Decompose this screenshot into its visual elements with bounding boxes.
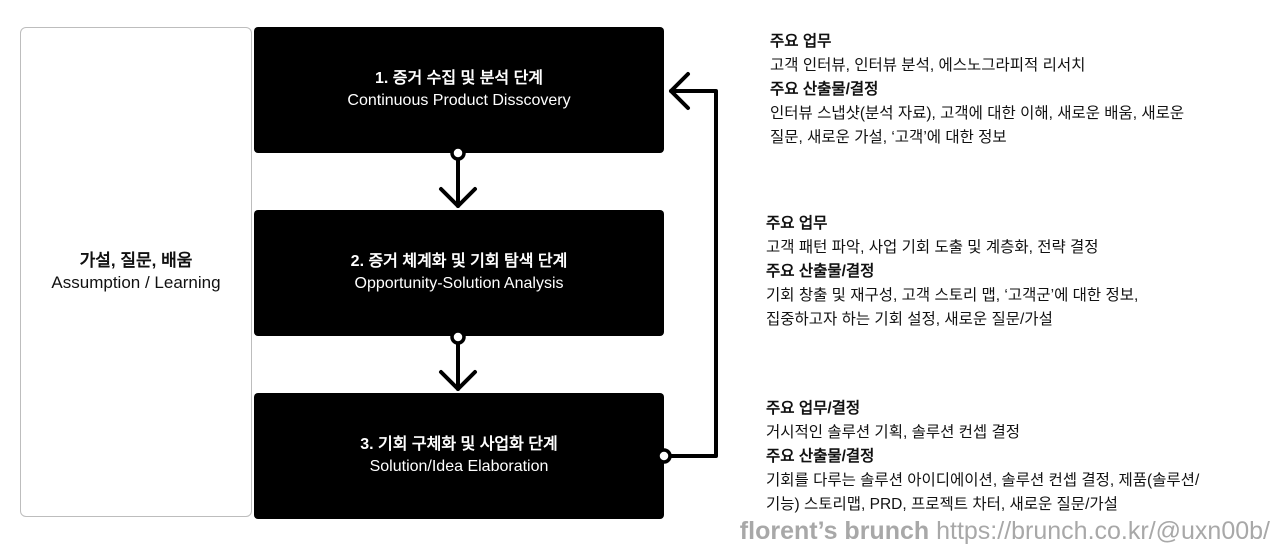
stage-2-output-line-2: 집중하고자 하는 기회 설정, 새로운 질문/가설 — [766, 311, 1053, 328]
stage-2-title: 2. 증거 체계화 및 기회 탐색 단계 — [350, 253, 568, 270]
arrow-stage2-to-stage3 — [439, 341, 477, 391]
watermark-url: https://brunch.co.kr/@uxn00b/ — [936, 517, 1270, 545]
connector-dot-3 — [656, 448, 672, 464]
stage-1-task-heading: 주요 업무 — [770, 33, 832, 50]
stage-1-description: 주요 업무 고객 인터뷰, 인터뷰 분석, 에스노그라피적 리서치 주요 산출물… — [770, 30, 1184, 150]
side-box-title: 가설, 질문, 배움 — [79, 251, 193, 270]
connector-dot-2 — [450, 329, 466, 345]
stage-3-output-line-1: 기회를 다루는 솔루션 아이디에이션, 솔루션 컨셉 결정, 제품(솔루션/ — [766, 472, 1200, 489]
feedback-loop-head — [669, 72, 690, 110]
stage-1-task-line: 고객 인터뷰, 인터뷰 분석, 에스노그라피적 리서치 — [770, 57, 1086, 74]
stage-2-task-line: 고객 패턴 파악, 사업 기회 도출 및 계층화, 전략 결정 — [766, 239, 1099, 256]
stage-2-box: 2. 증거 체계화 및 기회 탐색 단계 Opportunity-Solutio… — [254, 210, 664, 336]
stage-3-task-heading: 주요 업무/결정 — [766, 400, 861, 417]
stage-1-output-line-2: 질문, 새로운 가설, ‘고객’에 대한 정보 — [770, 129, 1007, 146]
feedback-loop-arrow — [668, 72, 718, 458]
side-box-subtitle: Assumption / Learning — [51, 273, 221, 292]
stage-3-task-line: 거시적인 솔루션 기획, 솔루션 컨셉 결정 — [766, 424, 1020, 441]
stage-2-description: 주요 업무 고객 패턴 파악, 사업 기회 도출 및 계층화, 전략 결정 주요… — [766, 212, 1138, 332]
watermark: florent’s brunch https://brunch.co.kr/@u… — [740, 514, 1270, 548]
stage-1-subtitle: Continuous Product Disscovery — [347, 92, 571, 109]
stage-3-output-heading: 주요 산출물/결정 — [766, 448, 875, 465]
stage-3-box: 3. 기회 구체화 및 사업화 단계 Solution/Idea Elabora… — [254, 393, 664, 519]
arrow-1-head — [439, 187, 477, 208]
stage-1-box: 1. 증거 수집 및 분석 단계 Continuous Product Diss… — [254, 27, 664, 153]
stage-2-task-heading: 주요 업무 — [766, 215, 828, 232]
stage-3-subtitle: Solution/Idea Elaboration — [369, 458, 549, 475]
assumption-learning-box: 가설, 질문, 배움 Assumption / Learning — [20, 27, 252, 517]
arrow-2-head — [439, 370, 477, 391]
stage-3-title: 3. 기회 구체화 및 사업화 단계 — [360, 436, 558, 453]
feedback-loop-path — [668, 89, 718, 458]
stage-1-title: 1. 증거 수집 및 분석 단계 — [374, 70, 544, 87]
stage-3-description: 주요 업무/결정 거시적인 솔루션 기획, 솔루션 컨셉 결정 주요 산출물/결… — [766, 397, 1199, 517]
stage-1-output-heading: 주요 산출물/결정 — [770, 81, 879, 98]
stage-2-output-line-1: 기회 창출 및 재구성, 고객 스토리 맵, ‘고객군’에 대한 정보, — [766, 287, 1139, 304]
stage-2-subtitle: Opportunity-Solution Analysis — [354, 275, 564, 292]
stage-3-output-line-2: 기능) 스토리맵, PRD, 프로젝트 차터, 새로운 질문/가설 — [766, 496, 1118, 513]
watermark-brand: florent’s brunch — [739, 517, 930, 545]
stage-2-output-heading: 주요 산출물/결정 — [766, 263, 875, 280]
stage-1-output-line-1: 인터뷰 스냅샷(분석 자료), 고객에 대한 이해, 새로운 배움, 새로운 — [770, 105, 1185, 122]
connector-dot-1 — [450, 145, 466, 161]
arrow-stage1-to-stage2 — [439, 157, 477, 208]
